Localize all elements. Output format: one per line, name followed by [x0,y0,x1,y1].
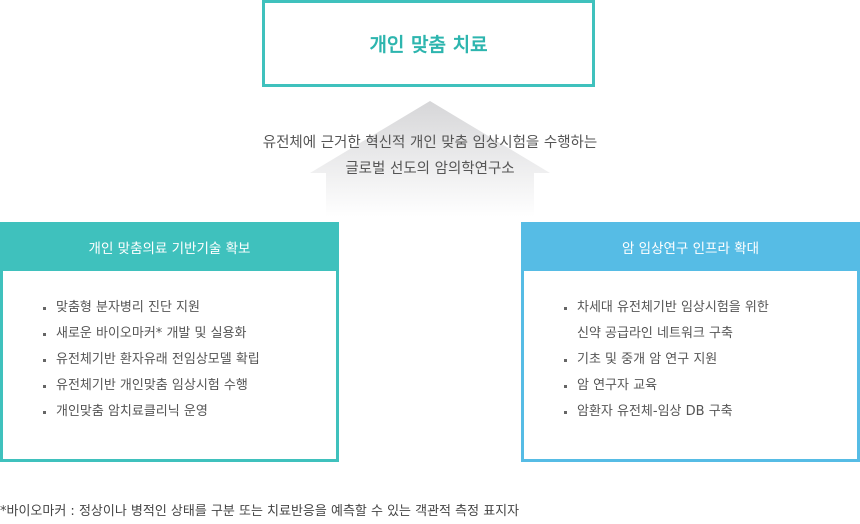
list-item: 기초 및 중개 암 연구 지원 [560,347,857,373]
bullet-icon [564,359,567,362]
bullet-icon [43,359,46,362]
personalized-treatment-title: 개인 맞춤 치료 [369,34,488,56]
list-item-text: 암환자 유전체-임상 DB 구축 [577,404,733,419]
list-item-text: 차세대 유전체기반 임상시험을 위한 [577,300,769,315]
left-panel-list: 맞춤형 분자병리 진단 지원 새로운 바이오마커* 개발 및 실용화 유전체기반… [3,271,336,425]
list-item: 새로운 바이오마커* 개발 및 실용화 [39,321,336,347]
list-item-text: 기초 및 중개 암 연구 지원 [577,352,718,367]
mission-line-1: 유전체에 근거한 혁신적 개인 맞춤 임상시험을 수행하는 [262,135,598,151]
mission-line-2: 글로벌 선도의 암의학연구소 [345,161,515,177]
personalized-treatment-box: 개인 맞춤 치료 [262,0,595,87]
list-item: 암환자 유전체-임상 DB 구축 [560,399,857,425]
list-item-text: 새로운 바이오마커* 개발 및 실용화 [56,326,247,341]
bullet-icon [564,307,567,310]
bullet-icon [43,411,46,414]
list-item-text: 맞춤형 분자병리 진단 지원 [56,300,200,315]
bullet-icon [43,385,46,388]
mission-statement: 유전체에 근거한 혁신적 개인 맞춤 임상시험을 수행하는 글로벌 선도의 암의… [200,130,660,182]
left-panel-heading: 개인 맞춤의료 기반기술 확보 [0,222,339,271]
list-item-text: 암 연구자 교육 [577,378,658,393]
list-item-subtext: 신약 공급라인 네트워크 구축 [577,326,733,341]
list-item-text: 유전체기반 환자유래 전임상모델 확립 [56,352,260,367]
list-item: 유전체기반 환자유래 전임상모델 확립 [39,347,336,373]
list-item: 유전체기반 개인맞춤 임상시험 수행 [39,373,336,399]
bullet-icon [564,385,567,388]
up-arrow-icon [310,101,550,217]
list-item-text: 유전체기반 개인맞춤 임상시험 수행 [56,378,248,393]
list-item: 맞춤형 분자병리 진단 지원 [39,295,336,321]
bullet-icon [43,307,46,310]
biomarker-footnote: *바이오마커 : 정상이나 병적인 상태를 구분 또는 치료반응을 예측할 수 … [0,504,520,519]
bullet-icon [564,411,567,414]
list-item: 개인맞춤 암치료클리닉 운영 [39,399,336,425]
list-item-text: 개인맞춤 암치료클리닉 운영 [56,404,208,419]
list-item: 암 연구자 교육 [560,373,857,399]
left-panel: 개인 맞춤의료 기반기술 확보 맞춤형 분자병리 진단 지원 새로운 바이오마커… [0,222,339,462]
bullet-icon [43,333,46,336]
right-panel-heading: 암 임상연구 인프라 확대 [521,222,860,271]
